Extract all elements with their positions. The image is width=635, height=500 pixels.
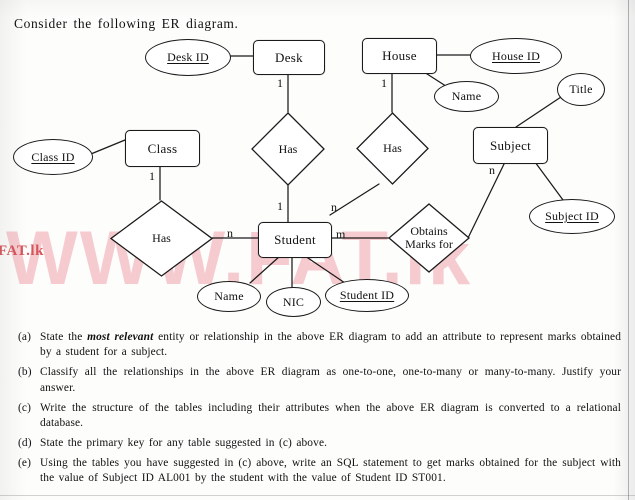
attribute-subject-id[interactable]: Subject ID [529, 199, 615, 234]
question-list: (a) State the most relevant entity or rel… [0, 330, 635, 491]
attribute-house-name[interactable]: Name [434, 81, 499, 112]
attribute-student-name[interactable]: Name [197, 281, 261, 312]
question-e-label: (e) [18, 456, 32, 469]
relationship-has-class-student[interactable]: Has [110, 200, 213, 277]
attribute-nic[interactable]: NIC [266, 287, 321, 317]
cardinality-class-has: 1 [149, 169, 155, 183]
entity-house-label: House [382, 48, 417, 63]
relationship-obtains-marks-for[interactable]: Obtains Marks for [388, 203, 470, 273]
page-edge-bottom [0, 495, 635, 496]
question-d: (d) State the primary key for any table s… [0, 436, 635, 451]
cardinality-has-student-desk: 1 [277, 199, 283, 213]
question-b: (b) Classify all the relationships in the… [0, 365, 635, 396]
diamond-shape [356, 112, 429, 185]
attribute-student-id-label: Student ID [339, 288, 395, 302]
question-a-emphasis: most relevant [87, 331, 154, 343]
attribute-class-id-label: Class ID [31, 149, 75, 164]
question-a: (a) State the most relevant entity or rel… [0, 330, 635, 361]
entity-student[interactable]: Student [258, 222, 332, 258]
entity-subject-label: Subject [489, 137, 532, 153]
attribute-student-id[interactable]: Student ID [325, 279, 409, 312]
question-c-text: Write the structure of the tables includ… [40, 401, 621, 430]
relationship-has-house-student[interactable]: Has [356, 112, 429, 185]
question-b-text: Classify all the relationships in the ab… [40, 366, 621, 394]
question-c: (c) Write the structure of the tables inc… [0, 401, 635, 432]
attribute-title[interactable]: Title [557, 73, 605, 106]
question-a-pre: State the [40, 331, 88, 343]
entity-student-label: Student [274, 232, 316, 247]
entity-class-label: Class [147, 140, 178, 156]
cardinality-house-has: 1 [381, 76, 387, 90]
relationship-obtains-line2: Marks for [405, 237, 453, 251]
cardinality-has-student-house: n [331, 200, 337, 214]
relationship-obtains-label: Obtains Marks for [405, 225, 453, 250]
question-e: (e) Using the tables you have suggested i… [0, 456, 635, 487]
entity-subject[interactable]: Subject [473, 127, 548, 164]
cardinality-has-student-class: n [227, 226, 233, 240]
attribute-student-name-label: Name [214, 289, 244, 303]
watermark-small: FAT.lk [0, 243, 44, 259]
relationship-has-class-label: Has [152, 231, 171, 246]
relationship-has-house-label: Has [383, 141, 402, 156]
page-edge-right [628, 0, 629, 500]
entity-desk[interactable]: Desk [253, 40, 325, 75]
relationship-has-desk-student[interactable]: Has [251, 112, 325, 186]
attribute-desk-id[interactable]: Desk ID [145, 39, 231, 76]
attribute-title-label: Title [569, 82, 593, 96]
question-d-text: State the primary key for any table sugg… [40, 436, 328, 449]
question-d-label: (d) [18, 436, 32, 449]
question-a-post: entity or relationship in the above ER d… [40, 331, 622, 359]
question-e-text: Using the tables you have suggested in (… [40, 456, 621, 485]
cardinality-desk-has: 1 [277, 76, 283, 90]
attribute-house-id-label: House ID [492, 48, 540, 63]
entity-class[interactable]: Class [125, 130, 200, 167]
attribute-subject-id-label: Subject ID [545, 209, 599, 223]
diamond-shape [251, 112, 325, 186]
attribute-nic-label: NIC [282, 294, 305, 309]
page-title: Consider the following ER diagram. [14, 16, 239, 31]
diamond-shape [110, 200, 213, 277]
relationship-obtains-line1: Obtains [410, 224, 448, 239]
entity-desk-label: Desk [275, 49, 303, 65]
cardinality-subject-obtains: n [489, 163, 495, 177]
entity-house[interactable]: House [362, 38, 437, 74]
question-b-label: (b) [18, 366, 32, 379]
question-c-label: (c) [18, 401, 32, 414]
attribute-desk-id-label: Desk ID [167, 50, 209, 64]
attribute-house-name-label: Name [451, 89, 482, 103]
cardinality-student-obtains: m [336, 227, 346, 241]
diamond-shape [388, 203, 470, 273]
er-diagram: Desk House Class Student Subject Desk ID… [13, 38, 615, 317]
relationship-has-desk-label: Has [278, 141, 298, 156]
question-a-label: (a) [18, 331, 32, 343]
attribute-class-id[interactable]: Class ID [13, 139, 93, 175]
attribute-house-id[interactable]: House ID [470, 38, 562, 74]
